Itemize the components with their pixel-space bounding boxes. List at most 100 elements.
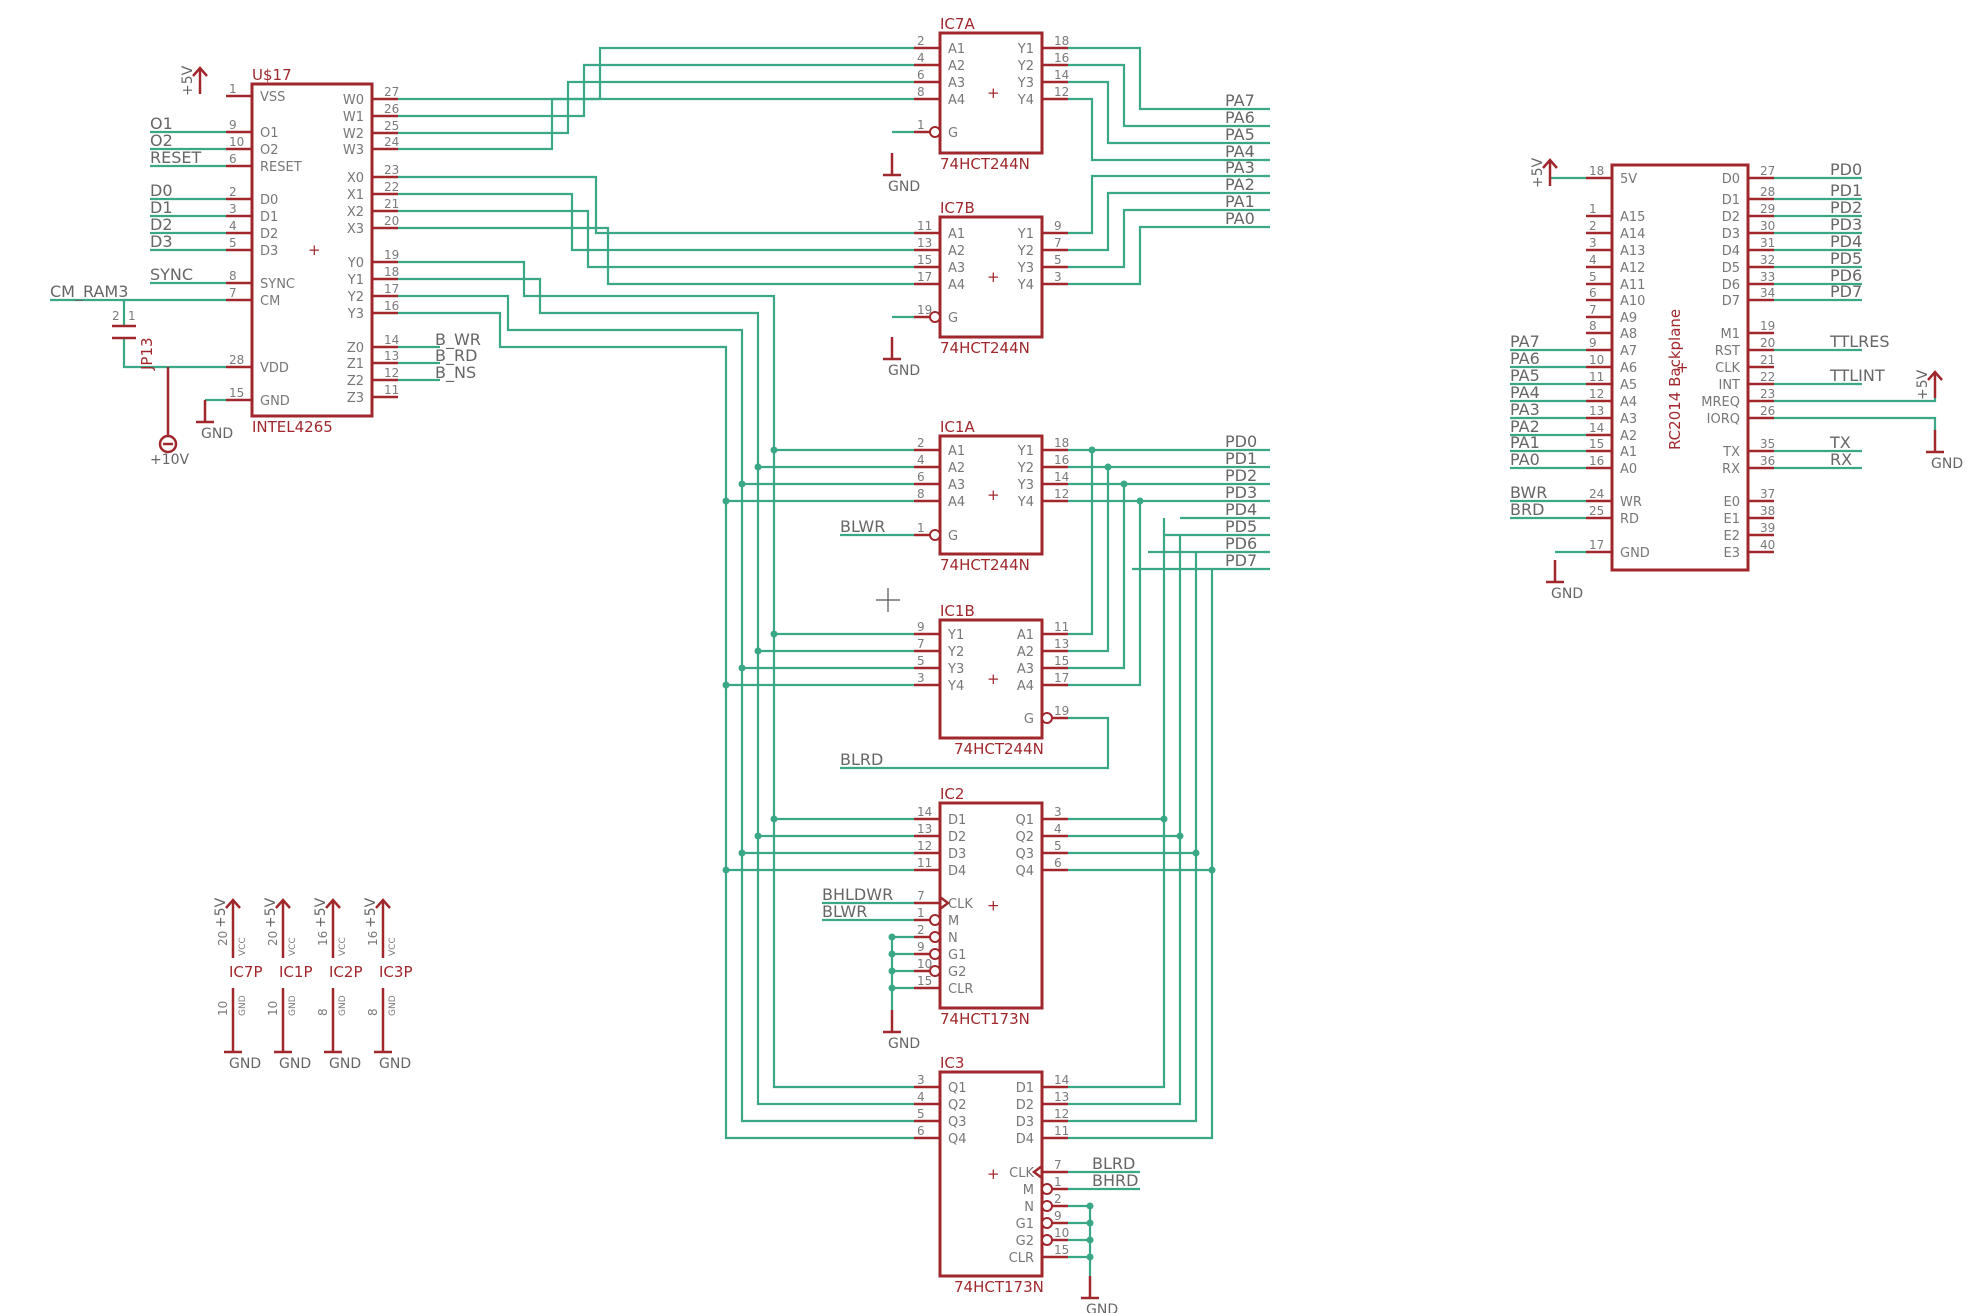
ic2-pin-number: 12 [917,839,932,853]
u17-pin-number: 7 [229,286,237,300]
IC7P-vcc-num: 20 [216,931,230,946]
supply-IC1P-vcc: +5V [263,897,291,928]
backplane-pin-label: A0 [1620,462,1637,477]
backplane-pin-number: 33 [1760,270,1775,284]
ic2-pin-label: D4 [948,864,966,879]
backplane-pin-number: 12 [1589,387,1604,401]
backplane-pin-number: 26 [1760,404,1775,418]
ic3-name: IC3 [940,1054,964,1072]
ic7a-pin-number: 4 [917,51,925,65]
ic1a-inv-bubble [929,529,941,541]
backplane-pin-label: D5 [1722,261,1740,276]
netlabel-blrd-1b: BLRD [840,750,883,769]
ic3-pin-number: 3 [917,1073,925,1087]
ic1a-pin-number: 14 [1054,470,1069,484]
u17-pin-number: 1 [229,82,237,96]
junction-dot [754,463,762,471]
ic1a-pin-label: A2 [948,461,965,476]
ic3-pin-number: 2 [1054,1192,1062,1206]
wire-y1 [398,277,914,1106]
u17-pin-label: W1 [343,110,364,125]
backplane-pin-number: 11 [1589,370,1604,384]
ic7a-inv-bubble [929,126,941,138]
u17-pin-label: SYNC [260,277,295,292]
backplane-pin-label: D2 [1722,210,1740,225]
u17-pin-number: 25 [384,119,399,133]
ic3-pin-label: CLR [1009,1251,1034,1266]
ic7b-gnd: GND [883,337,920,379]
u17-pin-number: 22 [384,180,399,194]
ic7a-pin-label: A3 [948,76,965,91]
ic2-pin-number: 9 [917,940,925,954]
ic1a-pin-number: 2 [917,436,925,450]
ic1a-pin-label: A4 [948,495,965,510]
backplane-pin-number: 34 [1760,286,1775,300]
ic7a-pin-number: 8 [917,85,925,99]
netlabel-sync: SYNC [150,265,193,284]
backplane-pin-number: 22 [1760,370,1775,384]
u17-pin-label: X2 [347,205,364,220]
ic2-pin-number: 2 [917,923,925,937]
ic2-clock-triangle [939,896,951,910]
wire-ic1b-a2 [1068,484,1126,670]
backplane-pin-number: 27 [1760,164,1775,178]
ic7b-inv-bubble [929,311,941,323]
ic1b-pin-label: Y2 [947,645,964,660]
backplane-pin-label: A2 [1620,429,1637,444]
backplane-pin-label: A1 [1620,445,1637,460]
wire-x1 [398,192,914,252]
junction-dot [722,681,730,689]
ic2-origin: + [987,897,1000,915]
wire-pa6 [1068,63,1270,128]
ic1a-value: 74HCT244N [940,556,1030,574]
ic7a-pin-label: Y2 [1017,59,1034,74]
backplane-pin-label: D6 [1722,278,1740,293]
u17-pin-number: 3 [229,202,237,216]
ic1b-inv-bubble [1041,712,1053,724]
backplane-pin-number: 36 [1760,454,1775,468]
backplane-pin-number: 17 [1589,538,1604,552]
ic3-inv-bubble [1041,1234,1053,1246]
wire-w2 [398,80,914,135]
vcc-arrow [375,898,391,909]
backplane-pin-label: D1 [1722,193,1740,208]
backplane-pin-label: D3 [1722,227,1740,242]
ic2-gnd: GND [883,1010,920,1052]
netlabel-PD5: PD5 [1225,517,1257,536]
netlabel-bp-PA3: PA3 [1510,400,1540,419]
u17-pin-number: 15 [229,386,244,400]
junction-dot [770,815,778,823]
gnd-label: GND [1551,586,1583,602]
chip-backplane: 185V1A152A143A134A125A116A107A98A89A710A… [1586,163,1775,572]
ic1b-pin-number: 5 [917,654,925,668]
ic2-pin-number: 5 [1054,839,1062,853]
supply-IC3P-gnd: GND [374,1030,411,1072]
ic3-pin-label: D2 [1016,1098,1034,1113]
ic7a-pin-label: G [948,126,958,141]
backplane-vcc: +5V [1530,157,1558,188]
netlabel-blwr-2: BLWR [822,902,867,921]
ic3-pin-label: G2 [1016,1234,1034,1249]
mreq-pullup-vcc: +5V [1915,369,1943,400]
backplane-pin-label: D0 [1722,172,1740,187]
u17-pin-number: 28 [229,353,244,367]
netlabel-bp-PD3: PD3 [1830,215,1862,234]
ic3-pin-number: 10 [1054,1226,1069,1240]
ic3-pin-label: D1 [1016,1081,1034,1096]
IC3P-name: IC3P [379,963,413,981]
ic2-pin-label: N [948,931,958,946]
wire-x2 [398,209,914,269]
ic7a-pin-number: 16 [1054,51,1069,65]
ic3-pin-number: 7 [1054,1158,1062,1172]
netlabel-bp-PD0: PD0 [1830,160,1862,179]
ic2-body [938,801,1044,1010]
ic3-pin-label: Q1 [948,1081,967,1096]
backplane-pin-number: 2 [1589,219,1597,233]
junction-dot [754,832,762,840]
IC1P-vcc-label: VCC [288,937,298,956]
ic2-pin-number: 14 [917,805,932,819]
u17-pin-number: 6 [229,152,237,166]
ic2-pin-number: 10 [917,957,932,971]
vcc-arrow [275,898,291,909]
backplane-pin-number: 5 [1589,270,1597,284]
